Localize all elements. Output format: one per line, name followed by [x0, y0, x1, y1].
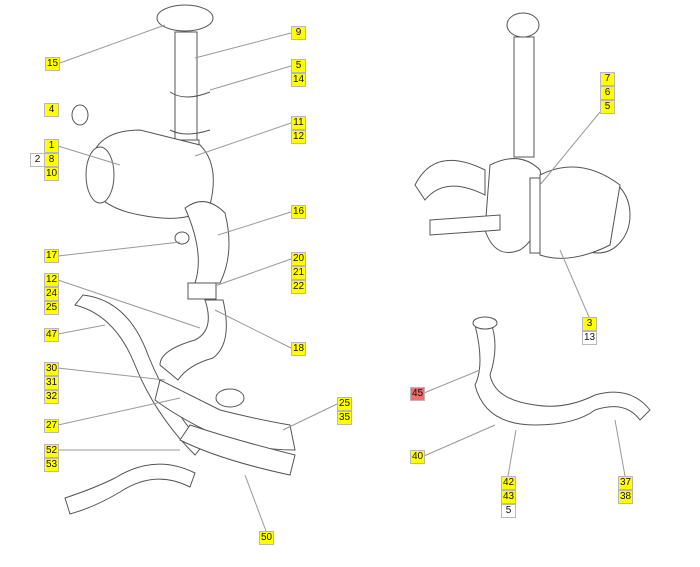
- callout-18[interactable]: 18: [291, 342, 306, 356]
- callout-8[interactable]: 8: [44, 153, 59, 167]
- callout-32[interactable]: 32: [44, 390, 59, 404]
- callout-37[interactable]: 37: [618, 476, 633, 490]
- left-air-filter-assembly: [64, 4, 296, 515]
- callout-12[interactable]: 12: [291, 130, 306, 144]
- callout-27[interactable]: 27: [44, 419, 59, 433]
- callout-35[interactable]: 35: [337, 411, 352, 425]
- callout-50[interactable]: 50: [259, 531, 274, 545]
- callout-47[interactable]: 47: [44, 328, 59, 342]
- callout-38[interactable]: 38: [618, 490, 633, 504]
- callout-25b[interactable]: 25: [337, 397, 352, 411]
- callout-45[interactable]: 45: [410, 387, 425, 401]
- callout-4[interactable]: 4: [44, 103, 59, 117]
- callout-53[interactable]: 53: [44, 458, 59, 472]
- callout-1[interactable]: 1: [44, 139, 59, 153]
- callout-10[interactable]: 10: [44, 167, 59, 181]
- callout-17[interactable]: 17: [44, 249, 59, 263]
- callout-12b[interactable]: 12: [44, 273, 59, 287]
- right-air-filter-assembly: [414, 12, 651, 426]
- callout-21[interactable]: 21: [291, 266, 306, 280]
- callout-25[interactable]: 25: [44, 301, 59, 315]
- leader-lines: [57, 24, 626, 532]
- callout-15[interactable]: 15: [45, 57, 60, 71]
- callout-14[interactable]: 14: [291, 73, 306, 87]
- callout-31[interactable]: 31: [44, 376, 59, 390]
- callout-40[interactable]: 40: [410, 450, 425, 464]
- callout-52[interactable]: 52: [44, 444, 59, 458]
- callout-9[interactable]: 9: [291, 26, 306, 40]
- callout-5[interactable]: 5: [291, 59, 306, 73]
- callout-7[interactable]: 7: [600, 72, 615, 86]
- callout-30[interactable]: 30: [44, 362, 59, 376]
- callout-43[interactable]: 43: [501, 490, 516, 504]
- callout-5b[interactable]: 5: [600, 100, 615, 114]
- callout-20[interactable]: 20: [291, 252, 306, 266]
- callout-13[interactable]: 13: [582, 331, 597, 345]
- callout-11[interactable]: 11: [291, 116, 306, 130]
- callout-42[interactable]: 42: [501, 476, 516, 490]
- callout-2[interactable]: 2: [30, 153, 45, 167]
- callout-6[interactable]: 6: [600, 86, 615, 100]
- callout-16[interactable]: 16: [291, 205, 306, 219]
- callout-5c[interactable]: 5: [501, 504, 516, 518]
- callout-3[interactable]: 3: [582, 317, 597, 331]
- callout-24[interactable]: 24: [44, 287, 59, 301]
- callout-22[interactable]: 22: [291, 280, 306, 294]
